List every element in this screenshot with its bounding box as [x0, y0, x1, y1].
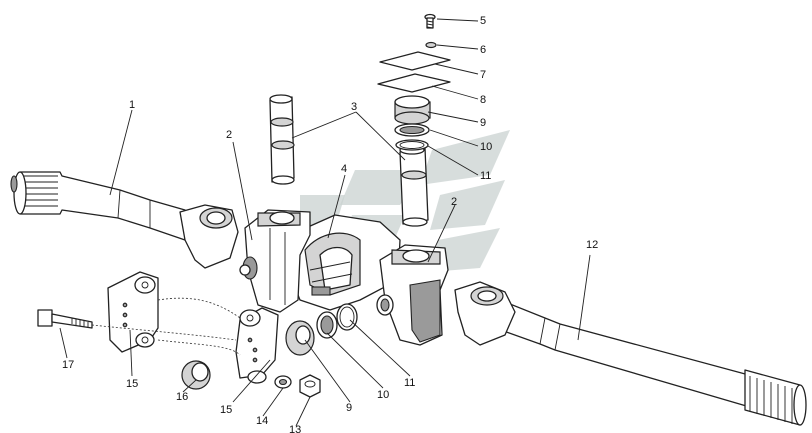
callout-2-right: 2	[451, 196, 457, 208]
assembly-path	[157, 339, 241, 356]
ring-11-bottom	[336, 303, 358, 331]
callout-16: 16	[176, 391, 188, 403]
callout-13: 13	[289, 424, 301, 433]
callout-14: 14	[256, 415, 268, 427]
cover-plate-7	[379, 51, 451, 71]
callout-10-top: 10	[480, 141, 492, 153]
callout-5: 5	[480, 15, 486, 27]
callout-labels: 1 2 2 3 4 5 6 7 8 9 9 10 10 11 11 12 13 …	[62, 15, 598, 433]
callout-4: 4	[341, 163, 347, 175]
nut-13	[299, 374, 321, 398]
bolt-17	[37, 309, 93, 329]
right-half-shaft	[454, 281, 807, 426]
ring-11-top	[395, 139, 429, 151]
callout-1: 1	[129, 99, 135, 111]
callout-12: 12	[586, 239, 598, 251]
callout-10-bottom: 10	[377, 389, 389, 401]
bushing-9-top	[394, 95, 431, 125]
bushing-16	[181, 360, 211, 390]
washer-14	[274, 375, 292, 389]
assembly-path	[157, 297, 241, 319]
callout-17: 17	[62, 359, 74, 371]
callout-15-right: 15	[220, 404, 232, 416]
central-housing	[289, 214, 401, 311]
washer-6	[425, 41, 437, 49]
ring-10-top	[394, 123, 430, 137]
ring-10-bottom	[316, 311, 338, 339]
callout-11-bottom: 11	[404, 377, 415, 389]
callout-2-left: 2	[226, 129, 232, 141]
right-knuckle	[376, 244, 449, 346]
king-pin-right	[399, 145, 429, 227]
left-knuckle	[239, 209, 311, 313]
callout-7: 7	[480, 69, 486, 81]
bracket-15-left	[107, 271, 159, 353]
callout-9-bottom: 9	[346, 402, 352, 414]
bracket-15-right	[235, 307, 279, 384]
callout-15-left: 15	[126, 378, 138, 390]
callout-6: 6	[480, 44, 486, 56]
assembly-path	[91, 324, 237, 341]
bushing-9-bottom	[285, 320, 315, 356]
bolt-5	[424, 13, 436, 29]
callout-9-top: 9	[480, 117, 486, 129]
leader-lines	[59, 18, 591, 427]
callout-8: 8	[480, 94, 486, 106]
gasket-8	[377, 73, 451, 93]
left-half-shaft	[10, 171, 239, 269]
callout-11-top: 11	[480, 170, 491, 182]
callout-3: 3	[351, 101, 357, 113]
king-pin-left	[269, 94, 295, 185]
